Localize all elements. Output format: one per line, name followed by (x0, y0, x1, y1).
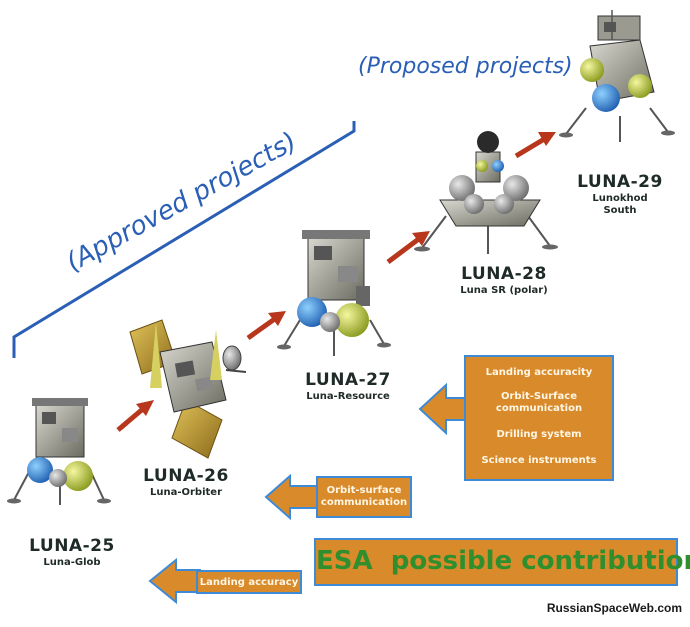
luna-25-label: LUNA-25 Luna-Glob (12, 536, 132, 568)
luna-29-lander-illustration (559, 10, 675, 142)
contribution-arrow-luna25 (148, 557, 201, 605)
progression-arrow-25-26 (116, 400, 154, 432)
luna-26-label: LUNA-26 Luna-Orbiter (126, 466, 246, 498)
approved-bracket (12, 121, 356, 358)
luna-26-subtitle: Luna-Orbiter (149, 487, 223, 498)
luna-26-contribution-box: Orbit-surface communication (316, 476, 412, 518)
luna-26-orbiter-illustration (129, 319, 247, 459)
esa-contribution-banner: ESA possible contribution (314, 538, 690, 586)
source-credit: RussianSpaceWeb.com (546, 601, 682, 615)
contribution-item: Drilling system (496, 429, 582, 440)
contribution-item: Orbit-Surface (500, 391, 577, 402)
contribution-item: communication (320, 497, 408, 508)
luna-29-label: LUNA-29 Lunokhod South (560, 172, 680, 216)
luna-28-label: LUNA-28 Luna SR (polar) (444, 264, 564, 296)
luna-25-lander-illustration (7, 398, 111, 505)
contribution-item: communication (495, 403, 583, 414)
luna-29-subtitle-line1: Lunokhod (592, 193, 648, 204)
progression-arrow-28-29 (514, 132, 556, 159)
luna-25-contribution-box: Landing accuracy (196, 570, 302, 594)
contribution-item: Landing accuracy (199, 577, 299, 588)
luna-28-lander-illustration (414, 131, 558, 254)
luna-25-name: LUNA-25 (29, 536, 115, 556)
luna-28-subtitle: Luna SR (polar) (460, 285, 548, 296)
luna-25-subtitle: Luna-Glob (43, 557, 101, 568)
luna-27-label: LUNA-27 Luna-Resource (288, 370, 408, 402)
contribution-item: Science instruments (481, 455, 597, 466)
luna-27-lander-illustration (277, 230, 391, 356)
esa-contribution-title: ESA possible contribution (316, 546, 690, 576)
contribution-arrow-luna26 (264, 473, 321, 521)
progression-arrow-27-28 (386, 231, 430, 264)
luna-29-name: LUNA-29 (577, 172, 663, 192)
luna-29-subtitle-line2: South (603, 205, 637, 216)
contribution-item: Orbit-surface (326, 485, 402, 496)
proposed-projects-title: (Proposed projects) (358, 54, 573, 79)
luna-28-name: LUNA-28 (461, 264, 547, 284)
luna-27-subtitle: Luna-Resource (306, 391, 390, 402)
luna-26-name: LUNA-26 (143, 466, 229, 486)
contribution-arrow-luna27 (418, 382, 469, 436)
contribution-item: Landing accuracity (485, 367, 593, 378)
progression-arrow-26-27 (246, 311, 286, 341)
luna-27-contribution-box: Landing accuracity Orbit-Surface communi… (464, 355, 614, 481)
luna-27-name: LUNA-27 (305, 370, 391, 390)
